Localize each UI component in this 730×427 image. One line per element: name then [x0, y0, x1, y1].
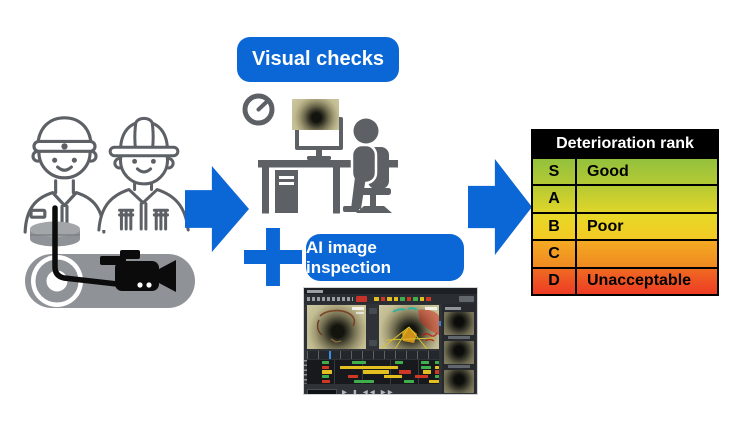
- rank-description: [577, 186, 717, 211]
- toolbar-right-button: [459, 295, 474, 303]
- defect-timeline-tracks: [307, 360, 439, 384]
- operator-at-desk-icon: [258, 117, 398, 214]
- video-osd-text: [356, 312, 364, 314]
- pc-tower: [275, 170, 298, 213]
- timeline-defect-bar: [340, 365, 398, 370]
- person-head: [353, 118, 379, 144]
- legend-chip-red: [406, 296, 411, 302]
- timeline-defect-bar: [415, 375, 428, 379]
- timeline-defect-bar: [421, 361, 429, 365]
- legend-chip-yellow: [387, 296, 392, 302]
- ai-detection-overlay: [381, 307, 439, 349]
- rank-letter: C: [533, 241, 577, 267]
- timeline-defect-bar: [352, 361, 366, 365]
- rank-description: [577, 241, 717, 266]
- pipe-video-panel-ai-detection: [379, 305, 439, 349]
- rank-letter: S: [533, 159, 577, 185]
- pipe-video-panel-original: [307, 305, 366, 349]
- timeline-defect-bar: [348, 375, 358, 379]
- visual-checks-label: Visual checks: [237, 37, 399, 82]
- crack-annotation-overlay: [316, 309, 356, 343]
- rank-row-D: D Unacceptable: [533, 266, 717, 295]
- track-labels-placeholder: [304, 360, 307, 384]
- video-camera-icon: [100, 250, 176, 292]
- worker-with-helmet-icon: [97, 116, 190, 232]
- panel-tool-icon: [368, 308, 377, 314]
- detection-thumbnail-list: [442, 304, 476, 393]
- detection-thumbnail: [444, 369, 474, 393]
- pipe-photo-on-monitor: [292, 99, 339, 130]
- timeline-defect-bar: [322, 361, 329, 365]
- desk-top: [258, 160, 398, 168]
- rank-letter: A: [533, 186, 577, 212]
- rank-description: Unacceptable: [587, 272, 692, 290]
- panel-tool-icon: [368, 340, 377, 346]
- ai-image-inspection-label: AI image inspection: [306, 234, 464, 281]
- rank-letter: D: [533, 268, 577, 295]
- timeline-end-chip: [434, 375, 439, 379]
- app-main-area: ▶ ▮ ◀◀ ▶▶: [304, 304, 444, 395]
- ai-inspection-app-screenshot: ▶ ▮ ◀◀ ▶▶: [303, 287, 478, 395]
- thumbnail-list-header: [445, 307, 461, 310]
- rank-letter: B: [533, 213, 577, 240]
- legend-chip-yellow: [393, 296, 398, 302]
- timecode-display: [307, 388, 337, 394]
- timeline-end-chip: [434, 365, 439, 370]
- pipe-camera-equipment: [25, 205, 195, 308]
- timeline-defect-bar: [421, 365, 431, 370]
- video-osd-text: [425, 307, 437, 310]
- detection-thumbnail: [444, 311, 474, 335]
- timeline-defect-bar: [322, 379, 330, 384]
- rank-row-C: C: [533, 239, 717, 267]
- legend-chip-green: [413, 296, 418, 302]
- clock-icon: [242, 93, 275, 126]
- timeline-end-chip: [434, 379, 439, 384]
- legend-chip-red: [380, 296, 385, 302]
- rank-row-S: S Good: [533, 157, 717, 185]
- rank-row-A: A: [533, 184, 717, 212]
- timeline-end-chip: [434, 361, 439, 365]
- arrow-right-icon: [468, 159, 532, 255]
- playhead-marker: [329, 351, 331, 359]
- legend-chip-yellow: [374, 296, 379, 302]
- plus-icon: [244, 228, 302, 286]
- play-pause-skip-icons: ▶ ▮ ◀◀ ▶▶: [342, 388, 395, 395]
- rank-description: Good: [587, 162, 629, 180]
- defect-color-legend: [374, 296, 431, 302]
- timeline-defect-bar: [395, 361, 403, 365]
- record-button: [356, 296, 367, 302]
- toolbar-buttons-placeholder: [307, 297, 353, 301]
- playback-controls: ▶ ▮ ◀◀ ▶▶: [307, 387, 439, 395]
- legend-chip-red: [426, 296, 431, 302]
- timeline-defect-bar: [363, 370, 389, 374]
- timeline-defect-bar: [399, 370, 411, 374]
- timeline-defect-bar: [429, 379, 436, 384]
- thumbnail-caption: [448, 336, 470, 339]
- timeline-defect-bar: [354, 379, 374, 384]
- rank-table-title: Deterioration rank: [533, 131, 717, 157]
- timeline-defect-bar: [322, 370, 332, 374]
- legend-chip-yellow: [419, 296, 424, 302]
- timeline-defect-bar: [423, 370, 431, 374]
- app-title-bar: [304, 288, 477, 294]
- app-title-text-placeholder: [307, 290, 323, 293]
- timeline-ruler: [307, 351, 439, 359]
- detection-thumbnail: [444, 340, 474, 364]
- timeline-defect-bar: [322, 375, 329, 379]
- camera-cable: [52, 205, 120, 287]
- timeline-defect-bar: [384, 375, 402, 379]
- rank-description: Poor: [587, 217, 624, 235]
- timeline-end-chip: [434, 370, 439, 374]
- chair-seat: [355, 188, 391, 195]
- timeline-defect-bar: [322, 365, 329, 370]
- app-toolbar: [304, 294, 477, 304]
- rank-row-B: B Poor: [533, 211, 717, 240]
- timeline-defect-bar: [404, 379, 414, 384]
- video-osd-text: [352, 307, 364, 310]
- thumbnail-caption: [448, 365, 470, 368]
- legend-chip-green: [400, 296, 405, 302]
